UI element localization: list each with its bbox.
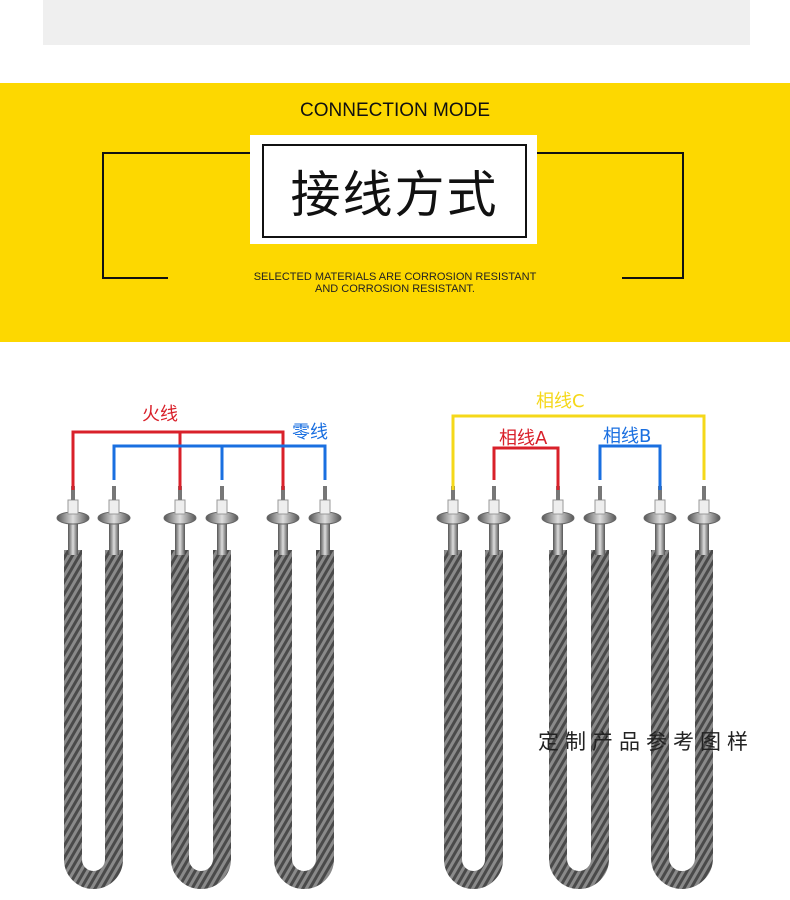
bracket-right-top (537, 152, 684, 154)
terminal-insulator (108, 499, 120, 515)
title-chinese: 接线方式 (262, 144, 527, 238)
terminal-pin (598, 486, 602, 500)
title-english: CONNECTION MODE (300, 100, 490, 121)
subtitle: SELECTED MATERIALS ARE CORROSION RESISTA… (0, 271, 790, 295)
terminal-insulator (594, 499, 606, 515)
neutral-wire-label: 零线 (292, 422, 328, 443)
finned-heating-tube (171, 550, 231, 889)
phase-c-wire (451, 414, 706, 490)
finned-heating-tube (444, 550, 503, 889)
subtitle-line-2: AND CORROSION RESISTANT. (315, 283, 475, 295)
terminal-pin (658, 486, 662, 500)
terminal-insulator (698, 499, 710, 515)
bracket-right-side (682, 152, 684, 279)
terminal-rod (278, 520, 288, 555)
terminal-pin (281, 486, 285, 500)
terminal-insulator (216, 499, 228, 515)
terminal-insulator (319, 499, 331, 515)
terminal-rod (175, 520, 185, 555)
terminal-rod (68, 520, 78, 555)
terminal-insulator (67, 499, 79, 515)
terminal-pin (71, 486, 75, 500)
subtitle-line-1: SELECTED MATERIALS ARE CORROSION RESISTA… (253, 271, 537, 283)
phase-a-wire (492, 446, 560, 490)
phase-a-label: 相线A (499, 428, 548, 449)
terminal-rod (109, 520, 119, 555)
neutral-wire (112, 444, 327, 480)
title-box (250, 135, 537, 244)
phase-c-label: 相线C (536, 391, 585, 412)
terminal-rod (699, 520, 709, 555)
finned-heating-tube (64, 550, 123, 889)
finned-heating-tube (651, 550, 713, 889)
terminal-rod (448, 520, 458, 555)
terminal-insulator (447, 499, 459, 515)
terminal-pin (220, 486, 224, 500)
terminal-rod (320, 520, 330, 555)
terminal-insulator (174, 499, 186, 515)
terminal-rod (217, 520, 227, 555)
terminal-rod (655, 520, 665, 555)
finned-heating-tube (549, 550, 609, 889)
terminal-insulator (277, 499, 289, 515)
terminal-pin (112, 486, 116, 500)
live-wire-label: 火线 (142, 404, 178, 425)
watermark: 定制产品参考图样 (538, 730, 754, 754)
top-grey-panel (43, 0, 750, 45)
terminal-pin (323, 486, 327, 500)
bracket-left-bottom (103, 277, 168, 279)
terminal-pin (451, 486, 455, 500)
terminal-pin (178, 486, 182, 500)
terminal-insulator (654, 499, 666, 515)
bracket-left-side (102, 152, 104, 279)
finned-heating-tube (274, 550, 334, 889)
terminal-rod (595, 520, 605, 555)
terminal-rod (489, 520, 499, 555)
terminal-pin (492, 486, 496, 500)
bracket-left-top (103, 152, 250, 154)
terminal-insulator (552, 499, 564, 515)
terminal-pin (556, 486, 560, 500)
terminal-rod (553, 520, 563, 555)
terminal-insulator (488, 499, 500, 515)
bracket-right-bottom (622, 277, 684, 279)
terminal-pin (702, 486, 706, 500)
phase-b-wire (598, 444, 662, 490)
phase-b-label: 相线B (603, 426, 652, 447)
live-wire (71, 430, 285, 490)
